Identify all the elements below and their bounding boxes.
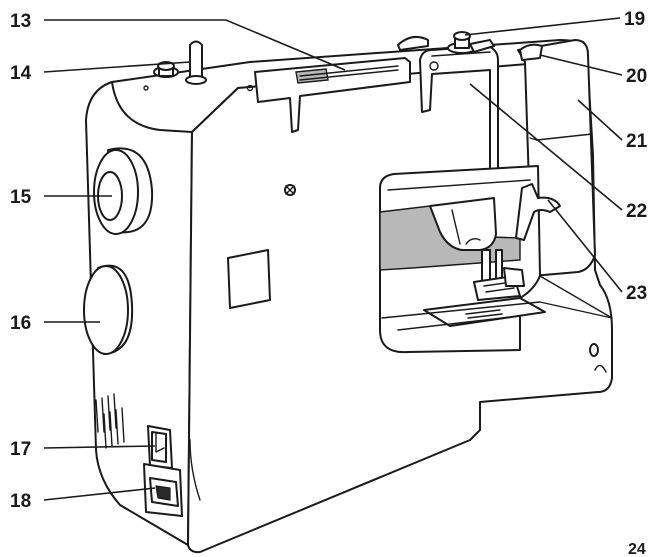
top-cover bbox=[254, 57, 411, 133]
leader-14 bbox=[43, 61, 191, 73]
leader-13 bbox=[44, 19, 346, 71]
leader-22 bbox=[469, 83, 623, 211]
leader-19 bbox=[464, 17, 621, 36]
free-arm-bed bbox=[381, 301, 613, 331]
bed-screw bbox=[589, 343, 599, 357]
sewing-machine-illustration bbox=[83, 31, 613, 554]
power-socket bbox=[143, 463, 183, 517]
callout-23: 23 bbox=[626, 283, 647, 304]
leader-17 bbox=[43, 445, 156, 449]
leader-20 bbox=[539, 54, 623, 76]
rating-plate bbox=[227, 249, 271, 309]
callout-15: 15 bbox=[10, 187, 32, 208]
bobbin-winder-spindle bbox=[447, 31, 495, 54]
callout-16: 16 bbox=[10, 313, 31, 334]
power-switch bbox=[147, 425, 173, 469]
presser-foot-assembly bbox=[465, 237, 525, 301]
callout-18: 18 bbox=[10, 491, 31, 512]
callout-14: 14 bbox=[10, 63, 32, 84]
callout-21: 21 bbox=[626, 131, 648, 152]
callout-17: 17 bbox=[10, 439, 31, 460]
callout-13: 13 bbox=[10, 11, 31, 32]
handwheel-upper bbox=[93, 147, 154, 235]
front-screw bbox=[284, 184, 296, 196]
leader-21 bbox=[577, 99, 623, 141]
leader-18 bbox=[43, 487, 156, 501]
handwheel-lower bbox=[83, 264, 134, 355]
ventilation-slots bbox=[95, 393, 125, 449]
take-up-housing bbox=[419, 45, 499, 181]
spool-pin-assembly bbox=[153, 40, 207, 85]
thread-cutter-lever bbox=[515, 183, 561, 241]
page-number: 24 bbox=[628, 541, 646, 557]
callout-19: 19 bbox=[624, 9, 645, 30]
callout-20: 20 bbox=[626, 66, 647, 87]
callout-labels: 13 14 15 16 17 18 19 20 21 22 23 bbox=[10, 9, 648, 512]
needle-head bbox=[429, 197, 497, 251]
callout-22: 22 bbox=[626, 201, 647, 222]
leader-lines bbox=[43, 17, 623, 501]
leader-23 bbox=[547, 199, 623, 293]
